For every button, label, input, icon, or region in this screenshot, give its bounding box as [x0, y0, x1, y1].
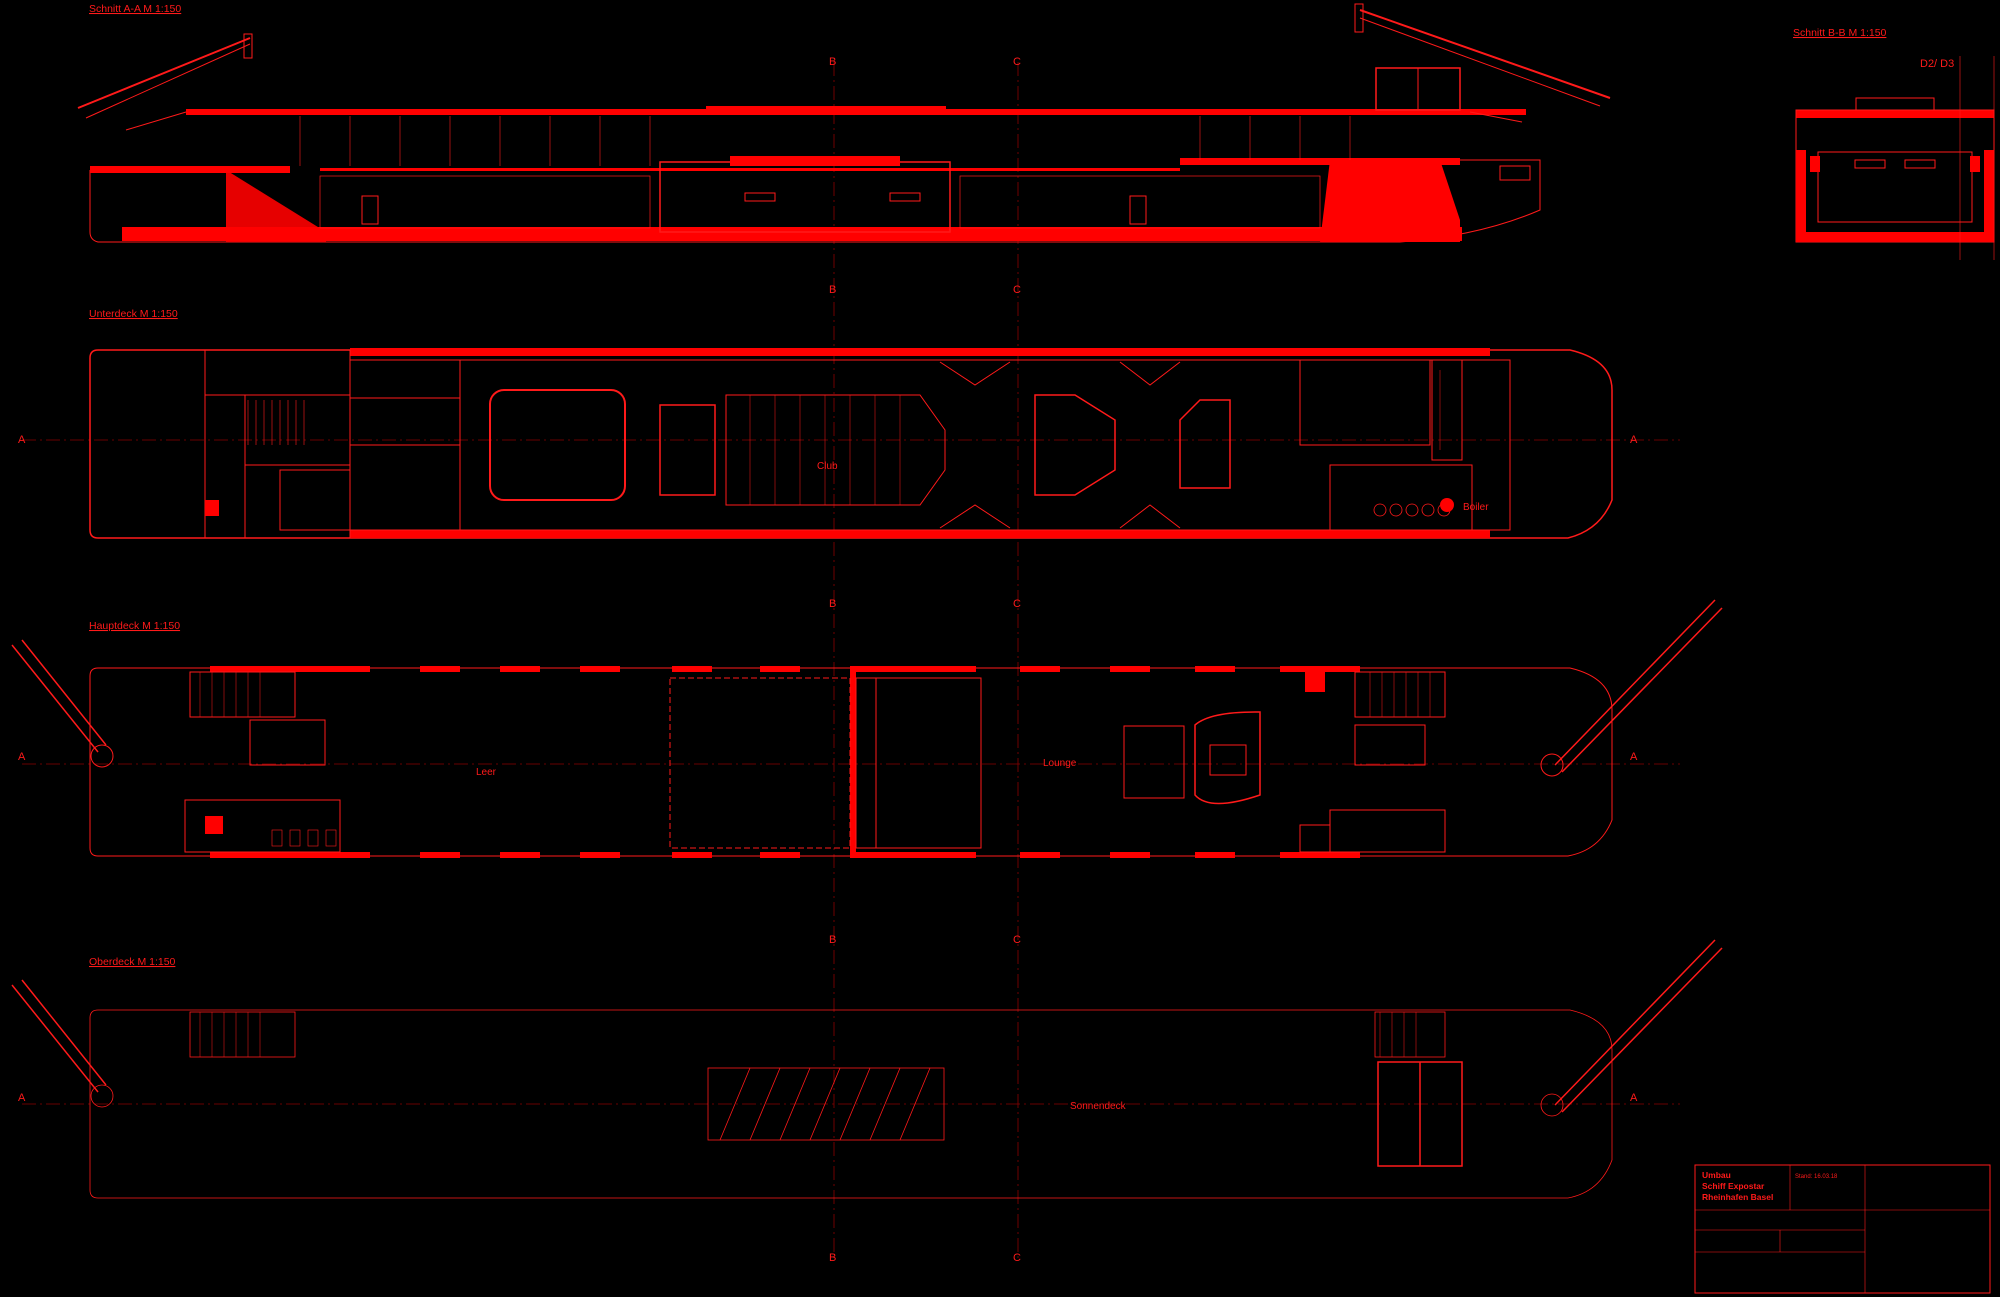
- axis-a-label: A: [1630, 434, 1638, 446]
- axis-c-label: C: [1013, 934, 1021, 946]
- titleblock-project-line2: Schiff Expostar: [1702, 1181, 1765, 1191]
- title-block: [1694, 1164, 1991, 1294]
- titleblock-project-line1: Umbau: [1702, 1170, 1731, 1180]
- axis-b-label: B: [829, 56, 836, 68]
- oberdeck-heading: Oberdeck M 1:150: [89, 956, 176, 968]
- section-bb-heading: Schnitt B-B M 1:150: [1793, 27, 1887, 39]
- room-boiler-label: Boiler: [1463, 502, 1489, 513]
- axis-a-label: A: [18, 751, 26, 763]
- axis-a-label: A: [18, 1092, 26, 1104]
- unterdeck-heading: Unterdeck M 1:150: [89, 308, 178, 320]
- room-club-label: Club: [817, 461, 838, 472]
- axis-b-label: B: [829, 284, 836, 296]
- titleblock-stand: Stand: 16.03.18: [1795, 1174, 1838, 1180]
- hauptdeck-heading: Hauptdeck M 1:150: [89, 620, 180, 632]
- section-aa-drawing: [77, 3, 1611, 243]
- room-sonnendeck-label: Sonnendeck: [1070, 1101, 1127, 1112]
- oberdeck-plan: [11, 939, 1723, 1199]
- section-aa-heading: Schnitt A-A M 1:150: [89, 3, 181, 15]
- axis-a-label: A: [1630, 1092, 1638, 1104]
- titleblock-project-line3: Rheinhafen Basel: [1702, 1192, 1773, 1202]
- axis-c-label: C: [1013, 1252, 1021, 1264]
- room-leer-label: Leer: [476, 767, 497, 778]
- axis-labels: B C B C B C B C B C A A A A A A: [18, 56, 1638, 1264]
- axis-a-label: A: [18, 434, 26, 446]
- axis-c-label: C: [1013, 598, 1021, 610]
- unterdeck-plan: [89, 348, 1613, 539]
- axis-lines: [22, 62, 1680, 1262]
- section-bb-drawing: [1795, 56, 1995, 260]
- axis-b-label: B: [829, 598, 836, 610]
- axis-c-label: C: [1013, 284, 1021, 296]
- axis-c-label: C: [1013, 56, 1021, 68]
- axis-a-label: A: [1630, 751, 1638, 763]
- room-lounge-label: Lounge: [1043, 758, 1077, 769]
- hauptdeck-plan: [11, 599, 1723, 858]
- axis-b-label: B: [829, 934, 836, 946]
- section-bb-label: D2/ D3: [1920, 58, 1954, 70]
- axis-b-label: B: [829, 1252, 836, 1264]
